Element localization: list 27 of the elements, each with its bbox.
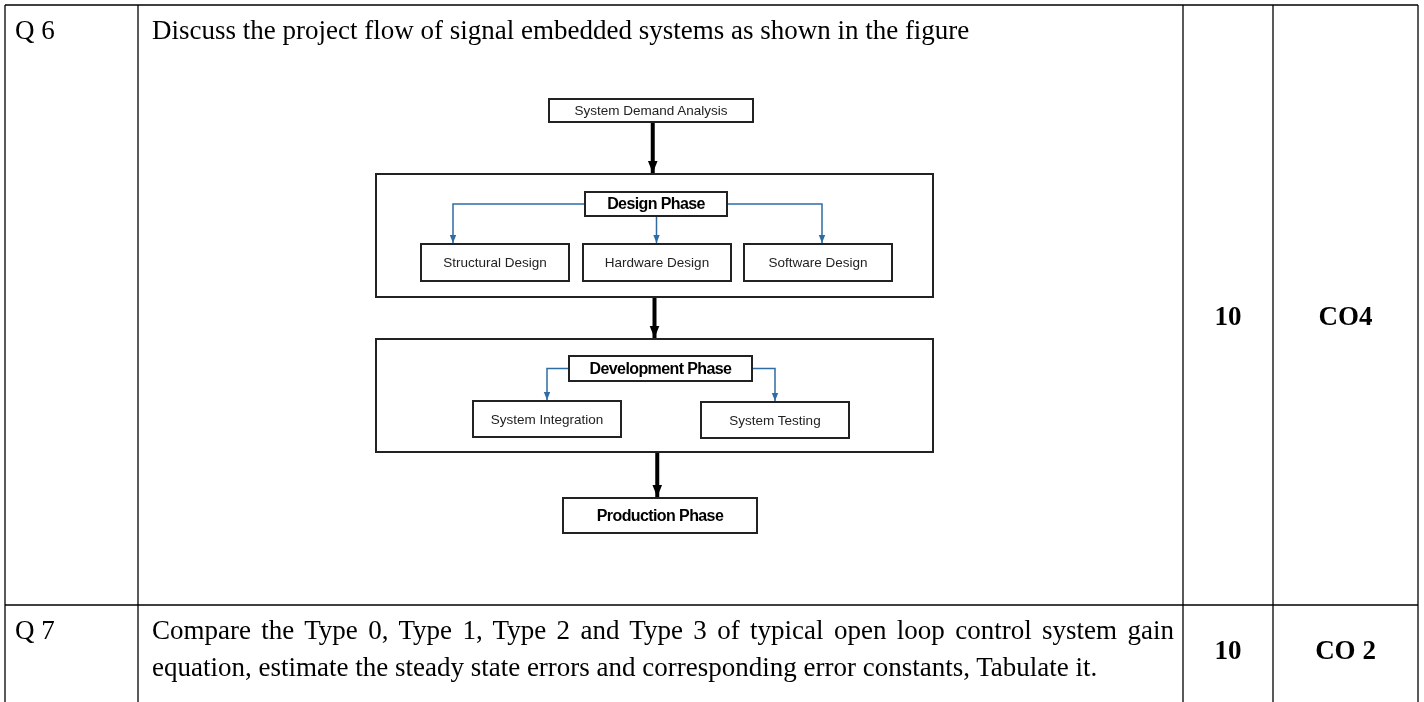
process-box: System Testing [700,401,850,439]
process-box: Software Design [743,243,893,282]
branch-arrow [727,203,826,244]
phase-box: Production Phase [562,497,758,534]
branch-arrow [449,203,585,244]
process-box: System Integration [472,400,622,438]
branch-arrow [752,367,779,402]
process-box: Structural Design [420,243,570,282]
marks: 10 [1213,300,1243,333]
process-box: Hardware Design [582,243,732,282]
branch-arrow [653,216,660,244]
flow-arrow [649,298,660,338]
process-box: System Demand Analysis [548,98,754,123]
group-frame [375,338,934,453]
phase-box: Design Phase [584,191,728,217]
course-outcome: CO4 [1317,300,1374,333]
question-text: Compare the Type 0, Type 1, Type 2 and Type 3 of typical open loop control system gain equation, estimate the steady state errors and corresponding error constants, Tabulate it. [152,614,1174,684]
question-number: Q 7 [15,614,55,647]
group-frame [375,173,934,298]
flow-arrow [652,453,663,497]
course-outcome: CO 2 [1314,634,1377,667]
branch-arrow [543,367,569,401]
phase-box: Development Phase [568,355,753,382]
question-text: Discuss the project flow of signal embedded systems as shown in the figure [152,14,970,47]
flow-arrow [647,123,658,173]
question-number: Q 6 [15,14,55,47]
marks: 10 [1213,634,1243,667]
